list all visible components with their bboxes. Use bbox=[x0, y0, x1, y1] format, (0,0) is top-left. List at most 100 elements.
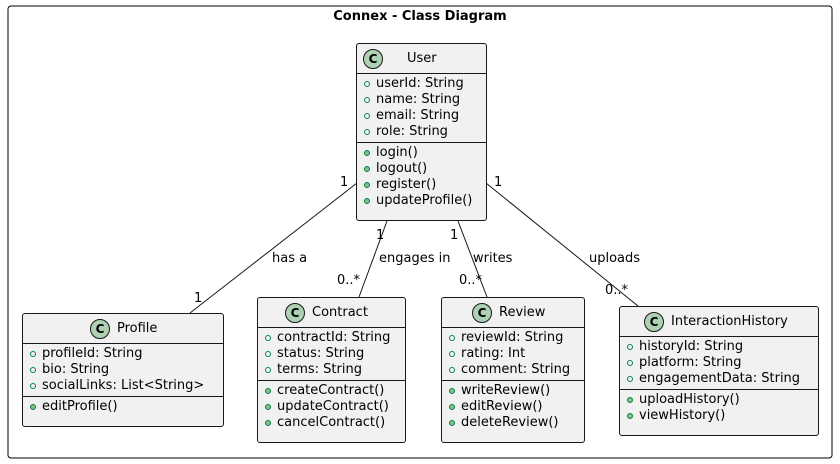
method-row: cancelContract() bbox=[258, 415, 405, 431]
public-attribute-icon bbox=[449, 367, 455, 373]
attributes-section: userId: String name: String email: Strin… bbox=[357, 74, 486, 143]
public-method-icon bbox=[364, 182, 370, 188]
public-method-icon bbox=[364, 198, 370, 204]
public-attribute-icon bbox=[364, 113, 370, 119]
method-text: login() bbox=[376, 145, 418, 160]
attribute-text: terms: String bbox=[277, 362, 362, 377]
public-attribute-icon bbox=[627, 360, 633, 366]
attributes-section: contractId: String status: String terms:… bbox=[258, 328, 405, 381]
class-interaction-history[interactable]: C InteractionHistory historyId: String p… bbox=[619, 306, 819, 436]
class-header: C Contract bbox=[258, 298, 405, 328]
public-attribute-icon bbox=[265, 351, 271, 357]
public-attribute-icon bbox=[364, 97, 370, 103]
method-text: logout() bbox=[376, 161, 428, 176]
relation-line-profile bbox=[189, 182, 358, 314]
methods-section: login() logout() register() updateProfil… bbox=[357, 143, 486, 211]
public-method-icon bbox=[364, 150, 370, 156]
public-attribute-icon bbox=[265, 367, 271, 373]
class-c-icon: C bbox=[472, 303, 492, 323]
attribute-text: engagementData: String bbox=[639, 371, 801, 386]
method-row: login() bbox=[357, 145, 486, 161]
class-c-icon: C bbox=[285, 303, 305, 323]
public-method-icon bbox=[265, 420, 271, 426]
public-attribute-icon bbox=[364, 81, 370, 87]
method-row: uploadHistory() bbox=[620, 392, 818, 408]
method-row: createContract() bbox=[258, 383, 405, 399]
attribute-text: userId: String bbox=[376, 76, 464, 91]
attribute-text: rating: Int bbox=[461, 346, 526, 361]
method-row: updateProfile() bbox=[357, 193, 486, 209]
attributes-section: reviewId: String rating: Int comment: St… bbox=[442, 328, 584, 381]
class-user[interactable]: C User userId: String name: String email… bbox=[356, 43, 487, 221]
method-text: editReview() bbox=[461, 399, 543, 414]
public-method-icon bbox=[449, 404, 455, 410]
attribute-text: platform: String bbox=[639, 355, 742, 370]
attribute-row: historyId: String bbox=[620, 339, 818, 355]
attribute-text: reviewId: String bbox=[461, 330, 564, 345]
public-attribute-icon bbox=[449, 335, 455, 341]
method-text: uploadHistory() bbox=[639, 392, 740, 407]
class-name: Contract bbox=[312, 305, 368, 320]
method-row: updateContract() bbox=[258, 399, 405, 415]
class-contract[interactable]: C Contract contractId: String status: St… bbox=[257, 297, 406, 443]
class-header: C InteractionHistory bbox=[620, 307, 818, 337]
attribute-text: status: String bbox=[277, 346, 365, 361]
multiplicity-user-profile: 1 bbox=[340, 175, 349, 190]
public-attribute-icon bbox=[30, 383, 36, 389]
method-row: viewHistory() bbox=[620, 408, 818, 424]
relation-line-review bbox=[457, 220, 488, 298]
attribute-row: rating: Int bbox=[442, 346, 584, 362]
public-method-icon bbox=[627, 397, 633, 403]
relation-label-engages-in: engages in bbox=[379, 251, 451, 266]
public-method-icon bbox=[449, 420, 455, 426]
relation-label-uploads: uploads bbox=[589, 251, 641, 266]
attribute-text: profileId: String bbox=[42, 346, 143, 361]
public-attribute-icon bbox=[627, 376, 633, 382]
method-text: register() bbox=[376, 177, 437, 192]
method-row: editProfile() bbox=[23, 399, 223, 415]
method-text: writeReview() bbox=[461, 383, 551, 398]
method-text: deleteReview() bbox=[461, 415, 559, 430]
public-attribute-icon bbox=[627, 344, 633, 350]
attribute-row: name: String bbox=[357, 92, 486, 108]
public-attribute-icon bbox=[30, 367, 36, 373]
attribute-row: profileId: String bbox=[23, 346, 223, 362]
method-row: deleteReview() bbox=[442, 415, 584, 431]
methods-section: uploadHistory() viewHistory() bbox=[620, 390, 818, 426]
class-c-icon: C bbox=[363, 49, 383, 69]
method-row: register() bbox=[357, 177, 486, 193]
class-name: Profile bbox=[117, 321, 158, 336]
attribute-row: engagementData: String bbox=[620, 371, 818, 387]
method-text: updateProfile() bbox=[376, 193, 473, 208]
relation-line-contract bbox=[358, 220, 388, 298]
class-profile[interactable]: C Profile profileId: String bio: String … bbox=[22, 313, 224, 427]
public-attribute-icon bbox=[30, 351, 36, 357]
attribute-row: email: String bbox=[357, 108, 486, 124]
attribute-text: contractId: String bbox=[277, 330, 391, 345]
public-method-icon bbox=[364, 166, 370, 172]
attribute-row: reviewId: String bbox=[442, 330, 584, 346]
public-attribute-icon bbox=[364, 129, 370, 135]
attribute-text: socialLinks: List<String> bbox=[42, 378, 205, 393]
attribute-text: email: String bbox=[376, 108, 460, 123]
attribute-row: role: String bbox=[357, 124, 486, 140]
method-row: logout() bbox=[357, 161, 486, 177]
class-header: C Review bbox=[442, 298, 584, 328]
attribute-row: comment: String bbox=[442, 362, 584, 378]
public-attribute-icon bbox=[265, 335, 271, 341]
attribute-text: role: String bbox=[376, 124, 448, 139]
multiplicity-user-review: 1 bbox=[450, 228, 459, 243]
class-name: InteractionHistory bbox=[671, 314, 788, 329]
method-text: createContract() bbox=[277, 383, 385, 398]
attribute-text: bio: String bbox=[42, 362, 110, 377]
attribute-text: comment: String bbox=[461, 362, 571, 377]
relation-label-has-a: has a bbox=[272, 251, 308, 266]
attribute-row: platform: String bbox=[620, 355, 818, 371]
multiplicity-review: 0..* bbox=[459, 273, 483, 288]
package-frame bbox=[7, 5, 833, 459]
methods-section: editProfile() bbox=[23, 397, 223, 417]
class-c-icon: C bbox=[90, 319, 110, 339]
public-method-icon bbox=[30, 404, 36, 410]
class-review[interactable]: C Review reviewId: String rating: Int co… bbox=[441, 297, 585, 443]
